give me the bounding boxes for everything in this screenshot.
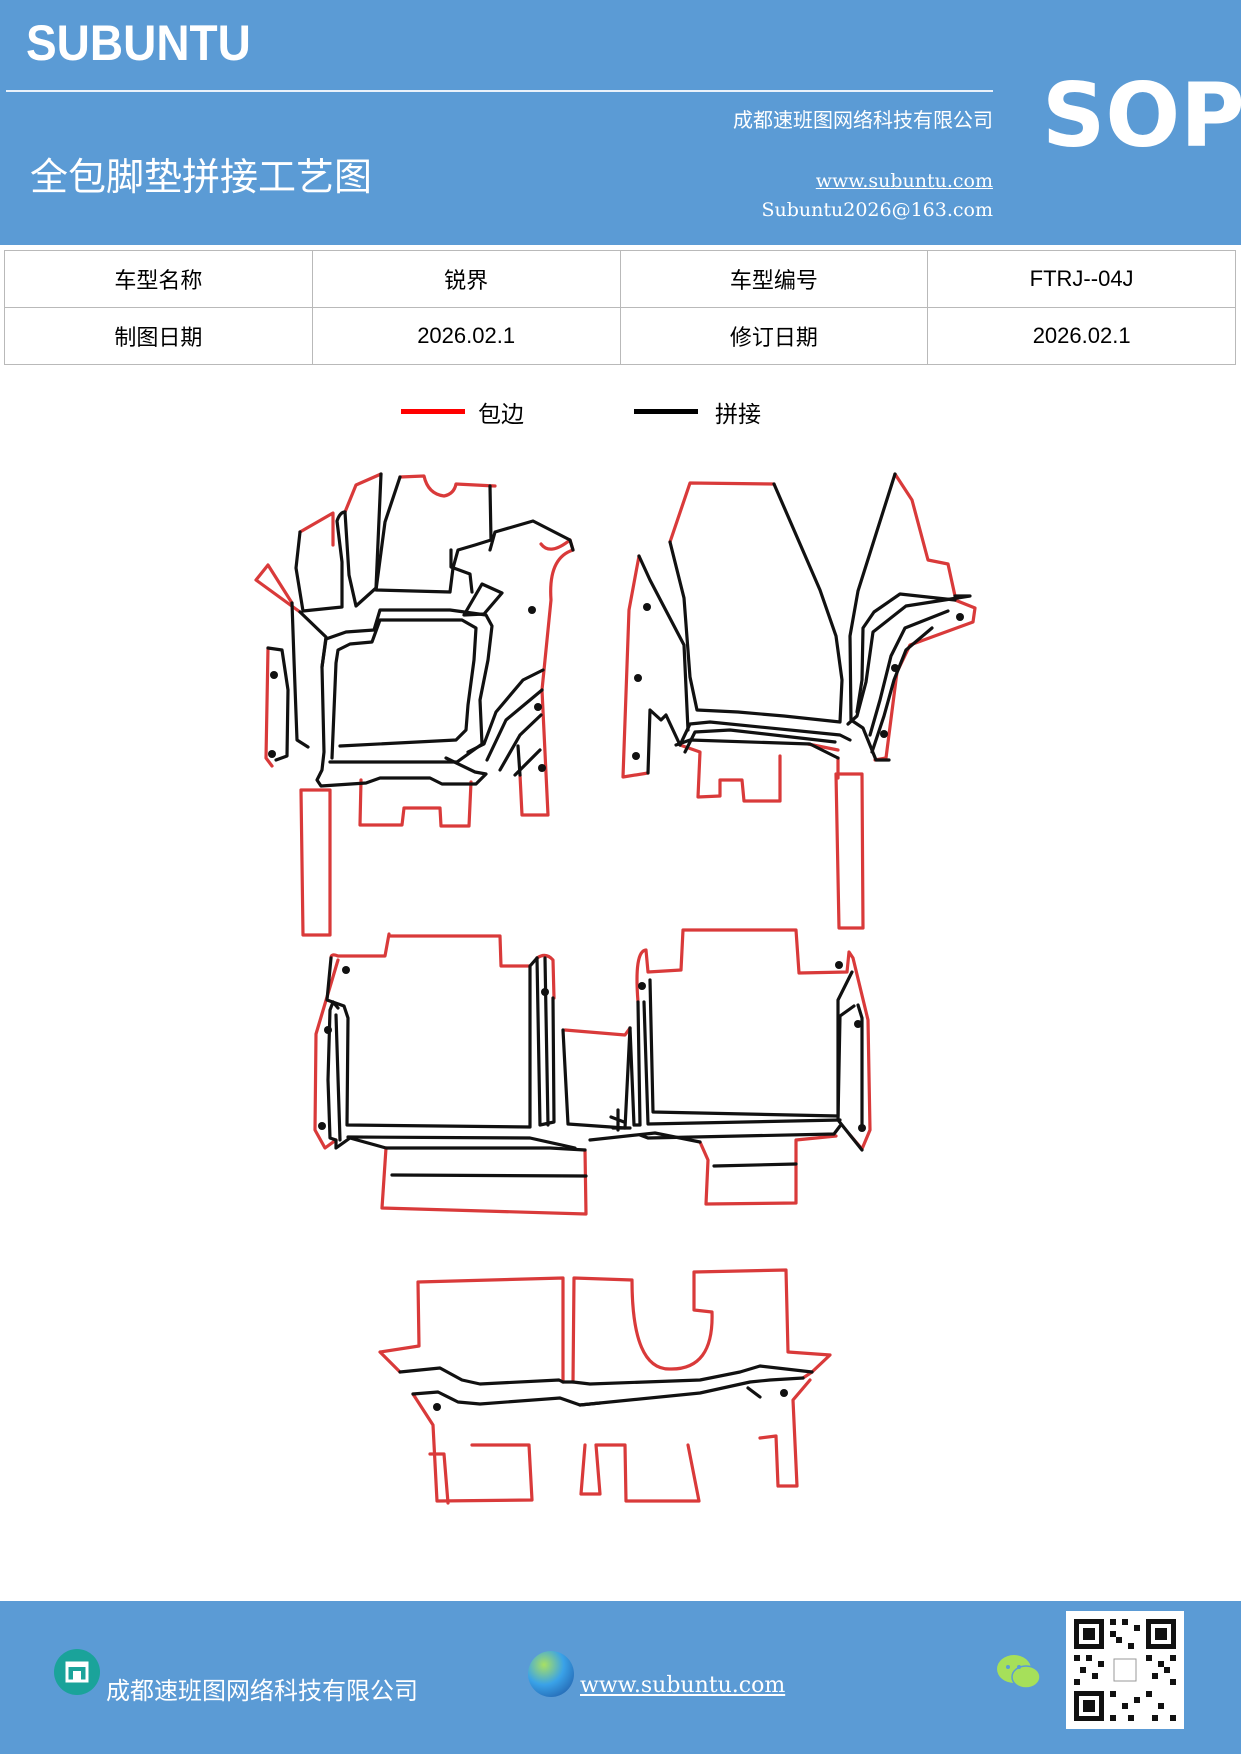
table-row: 车型名称 锐界 车型编号 FTRJ--04J xyxy=(4,250,1236,308)
splice-swatch xyxy=(634,409,698,414)
third-row-mat xyxy=(378,1268,832,1505)
table-row: 制图日期 2026.02.1 修订日期 2026.02.1 xyxy=(4,307,1236,365)
qr-code xyxy=(1066,1611,1184,1729)
rev-date-value: 2026.02.1 xyxy=(927,307,1236,365)
front-left-mat xyxy=(254,472,575,937)
info-table: 车型名称 锐界 车型编号 FTRJ--04J 制图日期 2026.02.1 修订… xyxy=(4,250,1236,365)
wechat-icon[interactable] xyxy=(995,1653,1043,1693)
rev-date-label: 修订日期 xyxy=(619,307,929,365)
page-footer: 成都速班图网络科技有限公司 www.subuntu.com xyxy=(0,1601,1241,1754)
model-code-label: 车型编号 xyxy=(619,250,929,308)
front-right-mat xyxy=(621,472,977,930)
globe-icon xyxy=(528,1651,574,1697)
splice-legend-label: 拼接 xyxy=(715,402,761,428)
edge-legend-label: 包边 xyxy=(478,402,524,428)
header-divider xyxy=(6,90,993,92)
building-icon xyxy=(54,1649,100,1695)
draw-date-value: 2026.02.1 xyxy=(311,307,621,365)
legend: 包边 拼接 xyxy=(0,395,1241,445)
footer-url-link[interactable]: www.subuntu.com xyxy=(580,1673,786,1698)
model-code-value: FTRJ--04J xyxy=(927,250,1236,308)
header-email: Subuntu2026@163.com xyxy=(761,199,993,221)
footer-company: 成都速班图网络科技有限公司 xyxy=(106,1677,418,1705)
mat-diagram xyxy=(254,472,977,1505)
model-name-value: 锐界 xyxy=(311,250,621,308)
model-name-label: 车型名称 xyxy=(4,250,313,308)
page-header: SUBUNTU 成都速班图网络科技有限公司 全包脚垫拼接工艺图 www.subu… xyxy=(0,0,1241,245)
edge-swatch xyxy=(401,409,465,414)
header-url-link[interactable]: www.subuntu.com xyxy=(815,170,993,192)
second-row-mat xyxy=(313,928,872,1216)
page-title: 全包脚垫拼接工艺图 xyxy=(30,155,373,199)
header-company: 成都速班图网络科技有限公司 xyxy=(733,108,993,132)
draw-date-label: 制图日期 xyxy=(4,307,313,365)
sop-label: SOP xyxy=(1042,64,1241,167)
brand-logo: SUBUNTU xyxy=(26,15,251,71)
